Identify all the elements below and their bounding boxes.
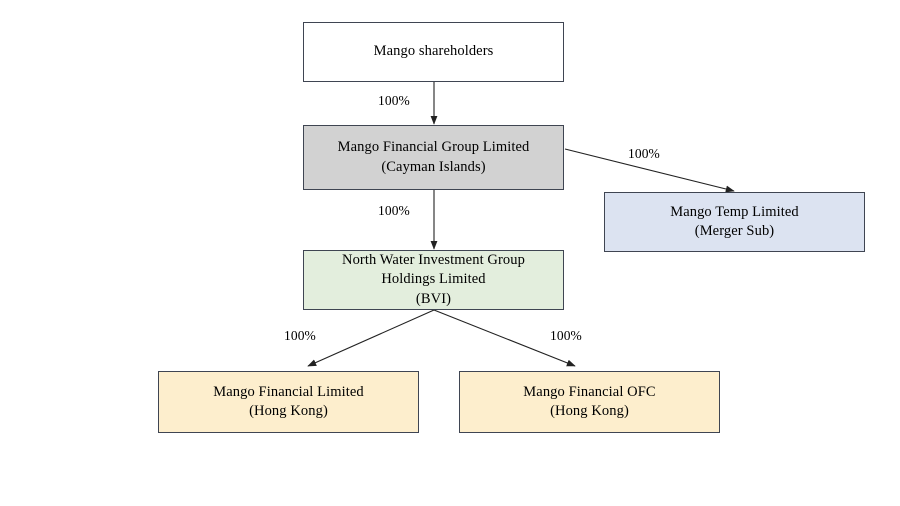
node-mango-financial-limited[interactable]: Mango Financial Limited (Hong Kong) <box>158 371 419 433</box>
edge-label-north-water-to-financial-ofc: 100% <box>550 328 582 343</box>
node-north-water-investment-group-holdings-limited[interactable]: North Water Investment Group Holdings Li… <box>303 250 564 310</box>
node-mango-financial-group-limited[interactable]: Mango Financial Group Limited (Cayman Is… <box>303 125 564 190</box>
edge-label-shareholders-to-group: 100% <box>378 93 410 108</box>
node-label-line: (Cayman Islands) <box>381 158 486 175</box>
edge-label-group-to-north-water: 100% <box>378 203 410 218</box>
node-label-line: Mango Financial Limited <box>213 383 364 400</box>
node-label-line: Mango Temp Limited <box>670 203 799 220</box>
edge-label-north-water-to-financial-limited: 100% <box>284 328 316 343</box>
node-label-line: (Hong Kong) <box>550 403 629 419</box>
edge-label-group-to-temp: 100% <box>628 146 660 161</box>
node-mango-financial-ofc[interactable]: Mango Financial OFC (Hong Kong) <box>459 371 720 433</box>
node-label-line: (BVI) <box>415 290 452 307</box>
connector-north-water-to-financial-limited <box>307 309 435 367</box>
node-label-line: North Water Investment Group <box>342 252 525 269</box>
node-label-line: Mango Financial OFC <box>523 383 656 400</box>
node-label-line: (Merger Sub) <box>694 223 775 239</box>
node-label-line: Mango Financial Group Limited <box>337 139 530 156</box>
node-mango-temp-limited[interactable]: Mango Temp Limited (Merger Sub) <box>604 192 865 252</box>
node-label-line: (Hong Kong) <box>249 403 328 419</box>
node-label-line: Holdings Limited <box>381 271 486 288</box>
node-mango-shareholders[interactable]: Mango shareholders <box>303 22 564 82</box>
node-label-line: Mango shareholders <box>373 43 494 60</box>
